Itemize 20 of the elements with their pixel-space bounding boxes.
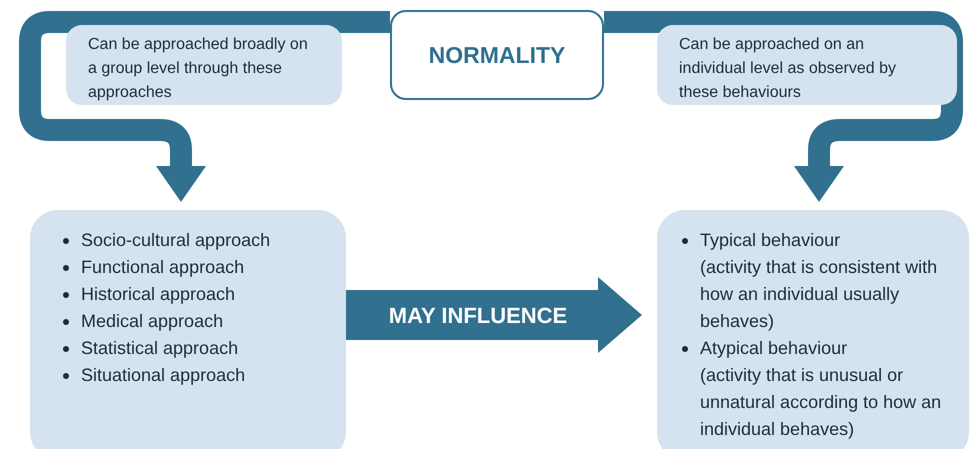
edge-label: Can be approached on an individual level as observed by these behaviours [657,25,957,105]
list-item: Socio-cultural approach [81,230,270,250]
list-panel [30,210,346,449]
list-item: Historical approach [81,284,236,304]
list-item: Typical behaviour [700,230,840,250]
curved-arrow [604,11,963,202]
curved-arrow [346,277,642,353]
list-item: Atypical behaviour [700,338,848,358]
title-box [390,10,604,100]
edge-label: MAY INFLUENCE [388,302,568,330]
curved-arrow [19,11,390,202]
edge-label: Can be approached broadly on a group level through these approaches [66,25,342,105]
list-item: Functional approach [81,257,244,277]
list-item: Situational approach [81,365,246,385]
list-panel [657,210,969,449]
title-text: NORMALITY [428,40,566,70]
list-item: Medical approach [81,311,224,331]
list-item: Statistical approach [81,338,238,358]
list-item: (activity that is unusual or unnatural according to how an individual behaves) [700,365,942,439]
list-item: (activity that is consistent with how an individual usually behaves) [700,257,938,331]
